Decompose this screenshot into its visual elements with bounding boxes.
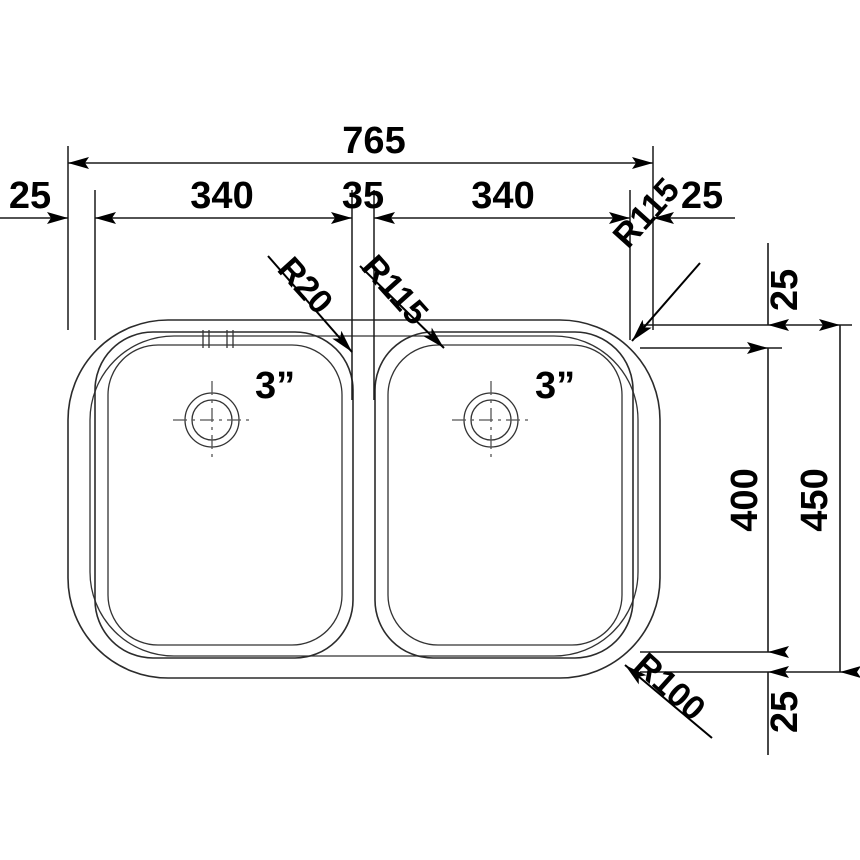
- inner-rim-outline: [89, 335, 639, 657]
- r100-label: R100: [627, 646, 713, 729]
- radius-callout-group: R20 R115 R115 R100: [267, 171, 713, 739]
- left-bowl-outer-wall: [94, 331, 354, 659]
- right-dimension-group: 400 450 25 25: [640, 243, 860, 755]
- dim-label-right-bowl-width: 340: [471, 175, 534, 217]
- r115-right-label: R115: [606, 171, 687, 255]
- left-drain-size-label: 3”: [255, 365, 295, 407]
- sink-body: 3” 3”: [67, 319, 661, 679]
- dim-label-bottom-margin: 25: [764, 691, 806, 733]
- dim-label-right-margin: 25: [681, 175, 723, 217]
- top-dimension-group: 765 25 340 35 340 25: [0, 120, 735, 400]
- r100-leader-line: [624, 664, 713, 739]
- outer-rim-outline: [67, 319, 661, 679]
- r20-leader-line: [267, 255, 353, 353]
- left-drain-assembly: [173, 381, 251, 459]
- dim-label-left-margin: 25: [9, 175, 51, 217]
- dim-label-top-margin: 25: [764, 269, 806, 311]
- dim-label-bowl-depth: 400: [724, 468, 766, 531]
- r115-left-leader-line: [359, 265, 445, 349]
- r115-right-leader-line: [631, 262, 701, 342]
- right-drain-size-label: 3”: [535, 365, 575, 407]
- dim-label-left-bowl-width: 340: [190, 175, 253, 217]
- dim-label-overall-depth: 450: [794, 468, 836, 531]
- right-bowl-inner: [387, 344, 623, 646]
- r20-label: R20: [270, 250, 340, 322]
- left-bowl-inner: [107, 344, 343, 646]
- dim-label-center-divider: 35: [342, 175, 384, 217]
- dim-label-overall-width: 765: [342, 120, 405, 162]
- right-bowl-outer-wall: [374, 331, 634, 659]
- right-drain-assembly: [452, 381, 530, 459]
